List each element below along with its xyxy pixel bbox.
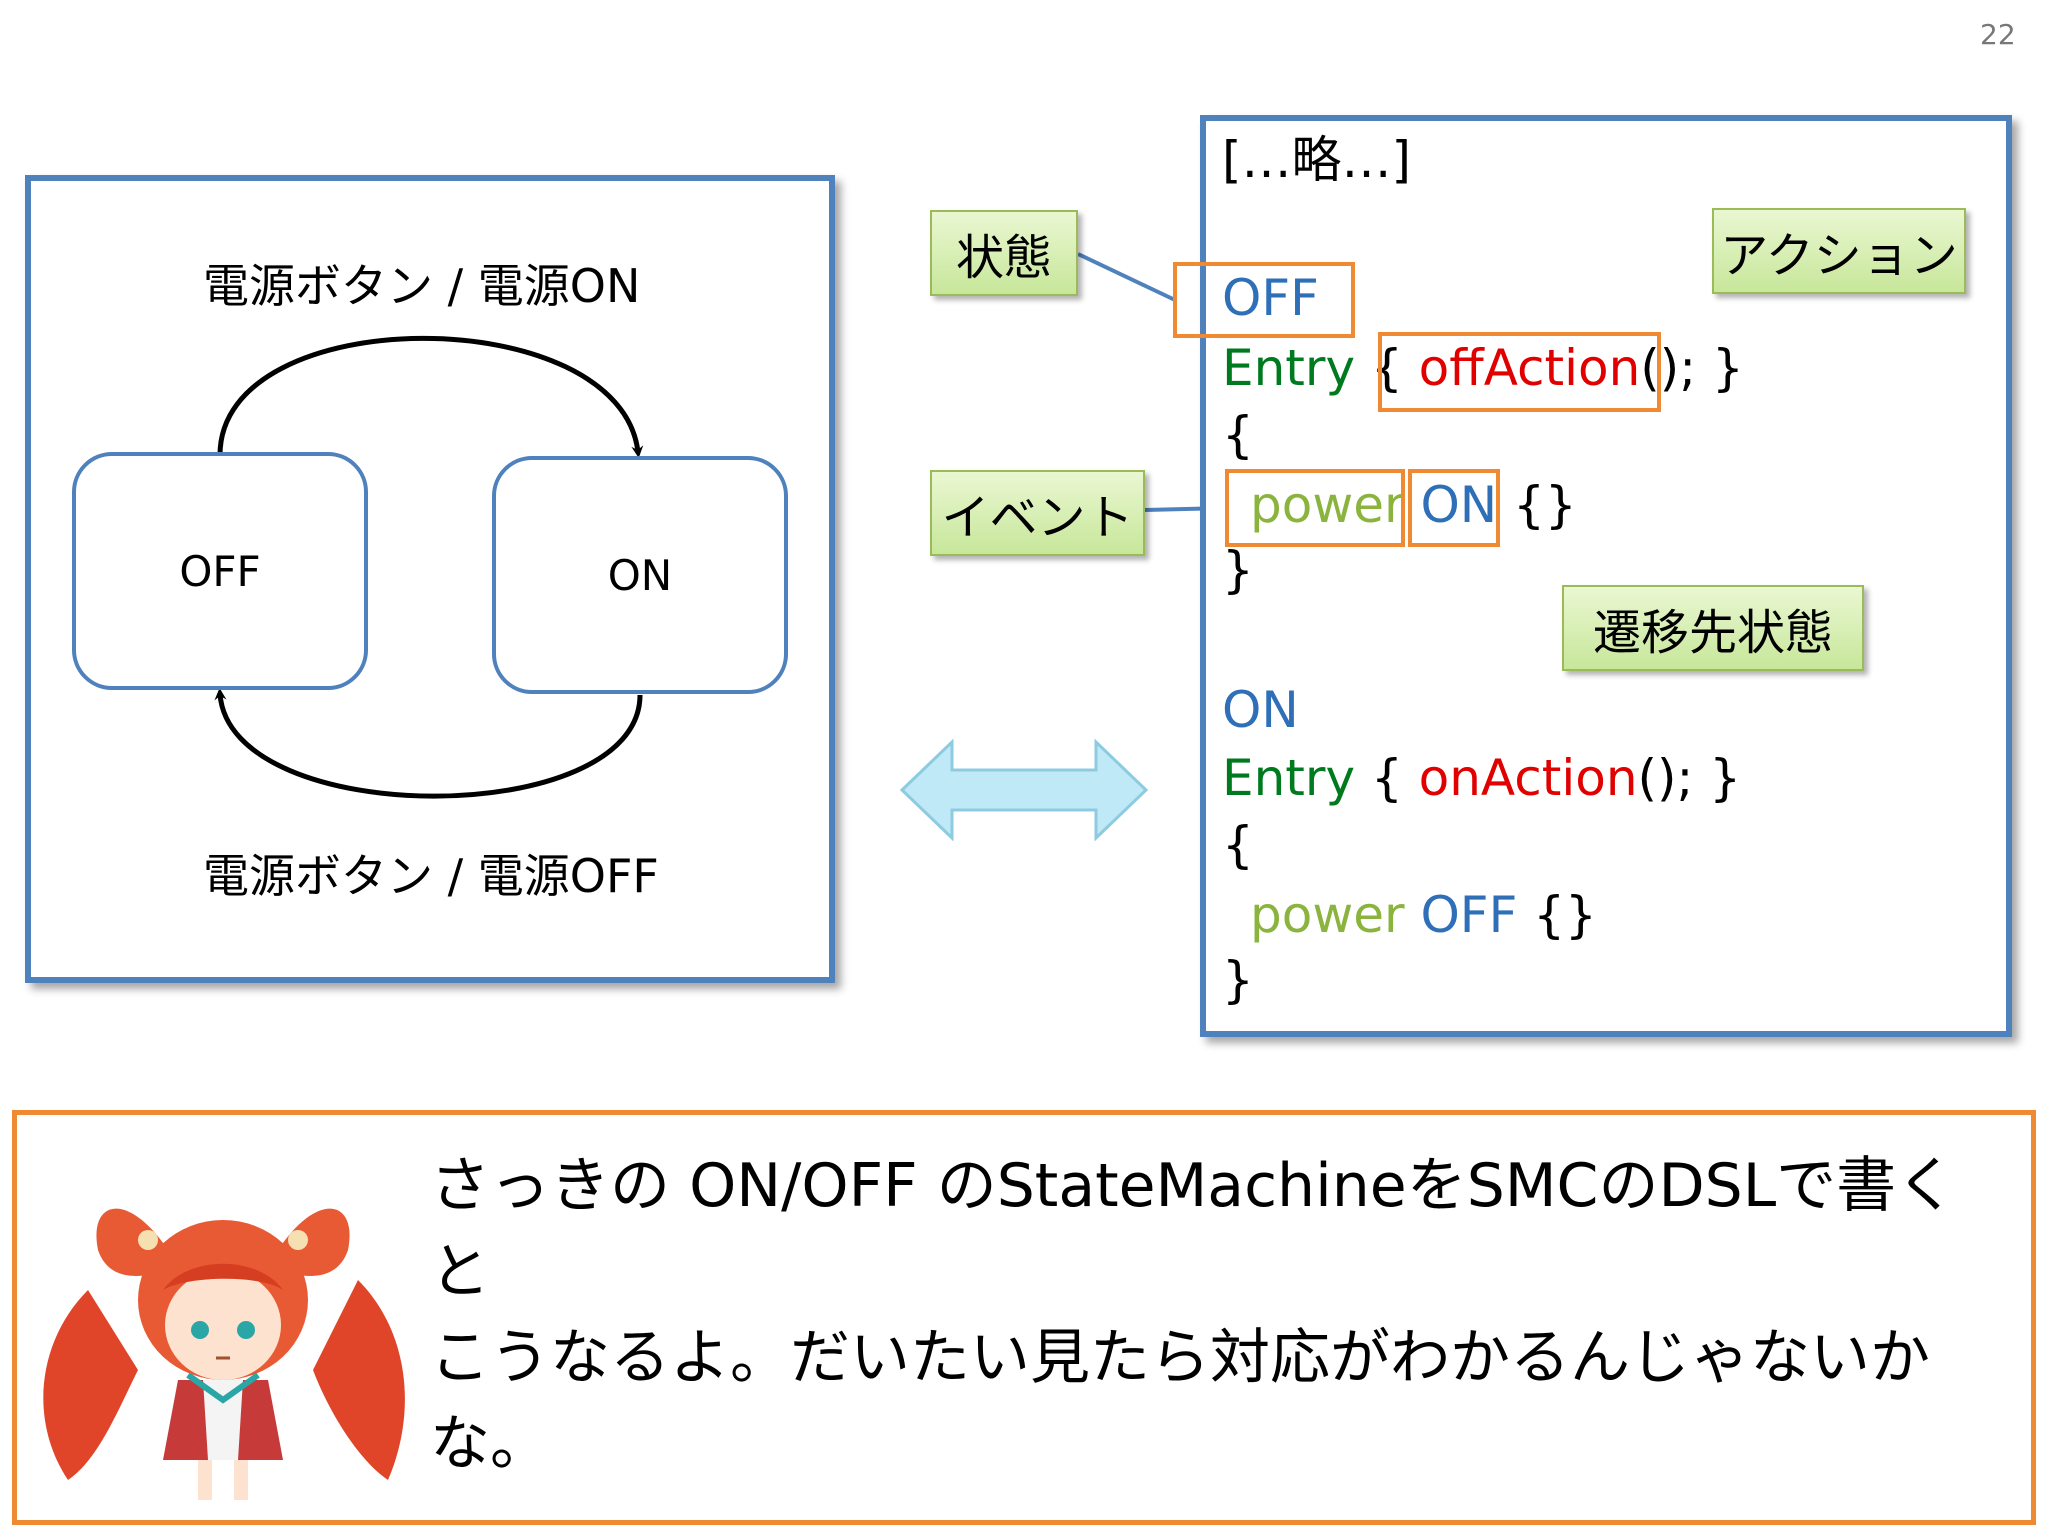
double-arrow-icon bbox=[899, 738, 1149, 842]
code-on-event: power OFF {} bbox=[1250, 890, 1597, 940]
transition-arrow-off-to-on bbox=[217, 335, 644, 458]
state-on-label: ON bbox=[607, 550, 673, 600]
code-target-off: OFF bbox=[1420, 886, 1518, 944]
code-entry-close: (); } bbox=[1640, 339, 1744, 397]
code-event-tail: {} bbox=[1497, 476, 1577, 534]
code-target-on: ON bbox=[1420, 476, 1498, 534]
code-off-action: offAction bbox=[1418, 339, 1641, 397]
callout-state: 状態 bbox=[930, 210, 1078, 296]
highlight-next-state bbox=[1408, 469, 1500, 547]
transition-label-top: 電源ボタン / 電源ON bbox=[203, 259, 641, 313]
state-off-box: OFF bbox=[72, 452, 368, 690]
code-entry-keyword: Entry bbox=[1222, 339, 1356, 397]
state-on-box: ON bbox=[492, 456, 788, 694]
code-off-event: power ON {} bbox=[1250, 480, 1577, 530]
code-off-entry: Entry { offAction(); } bbox=[1222, 343, 1744, 393]
state-off-label: OFF bbox=[179, 546, 261, 596]
code-on-state: ON bbox=[1222, 681, 1299, 739]
callout-event: イベント bbox=[930, 470, 1145, 556]
message-line-1: さっきの ON/OFF のStateMachineをSMCのDSLで書くと bbox=[430, 1151, 1957, 1307]
highlight-event bbox=[1225, 469, 1405, 547]
code-event-power: power bbox=[1250, 886, 1405, 944]
code-event-power: power bbox=[1250, 476, 1405, 534]
code-event-tail: {} bbox=[1517, 886, 1597, 944]
character-illustration bbox=[43, 1208, 405, 1500]
transition-label-bottom: 電源ボタン / 電源OFF bbox=[203, 849, 659, 903]
code-entry-close: (); } bbox=[1637, 749, 1742, 807]
callout-action: アクション bbox=[1712, 208, 1966, 294]
code-brace-close: } bbox=[1222, 951, 1254, 1009]
transition-arrow-on-to-off bbox=[214, 688, 643, 799]
code-entry-keyword: Entry bbox=[1222, 749, 1356, 807]
callout-next-state: 遷移先状態 bbox=[1562, 585, 1864, 671]
message-line-3: な。 bbox=[430, 1409, 550, 1479]
code-brace-open: { bbox=[1222, 406, 1254, 464]
page-number: 22 bbox=[1980, 18, 2016, 51]
code-line-ellipsis: […略…] bbox=[1222, 131, 1412, 189]
code-brace-open: { bbox=[1222, 816, 1254, 874]
message-line-2: こうなるよ。だいたい見たら対応がわかるんじゃないか bbox=[430, 1323, 1930, 1393]
highlight-state bbox=[1173, 262, 1355, 338]
code-entry-open: { bbox=[1355, 339, 1419, 397]
message-text: さっきの ON/OFF のStateMachineをSMCのDSLで書くと こう… bbox=[430, 1143, 1990, 1487]
code-off-state: OFF bbox=[1222, 269, 1319, 327]
code-on-action: onAction bbox=[1418, 749, 1638, 807]
callout-line-state bbox=[1077, 252, 1176, 302]
code-brace-close: } bbox=[1222, 541, 1254, 599]
code-entry-open: { bbox=[1355, 749, 1419, 807]
highlight-action bbox=[1378, 332, 1661, 412]
code-on-entry: Entry { onAction(); } bbox=[1222, 753, 1741, 803]
